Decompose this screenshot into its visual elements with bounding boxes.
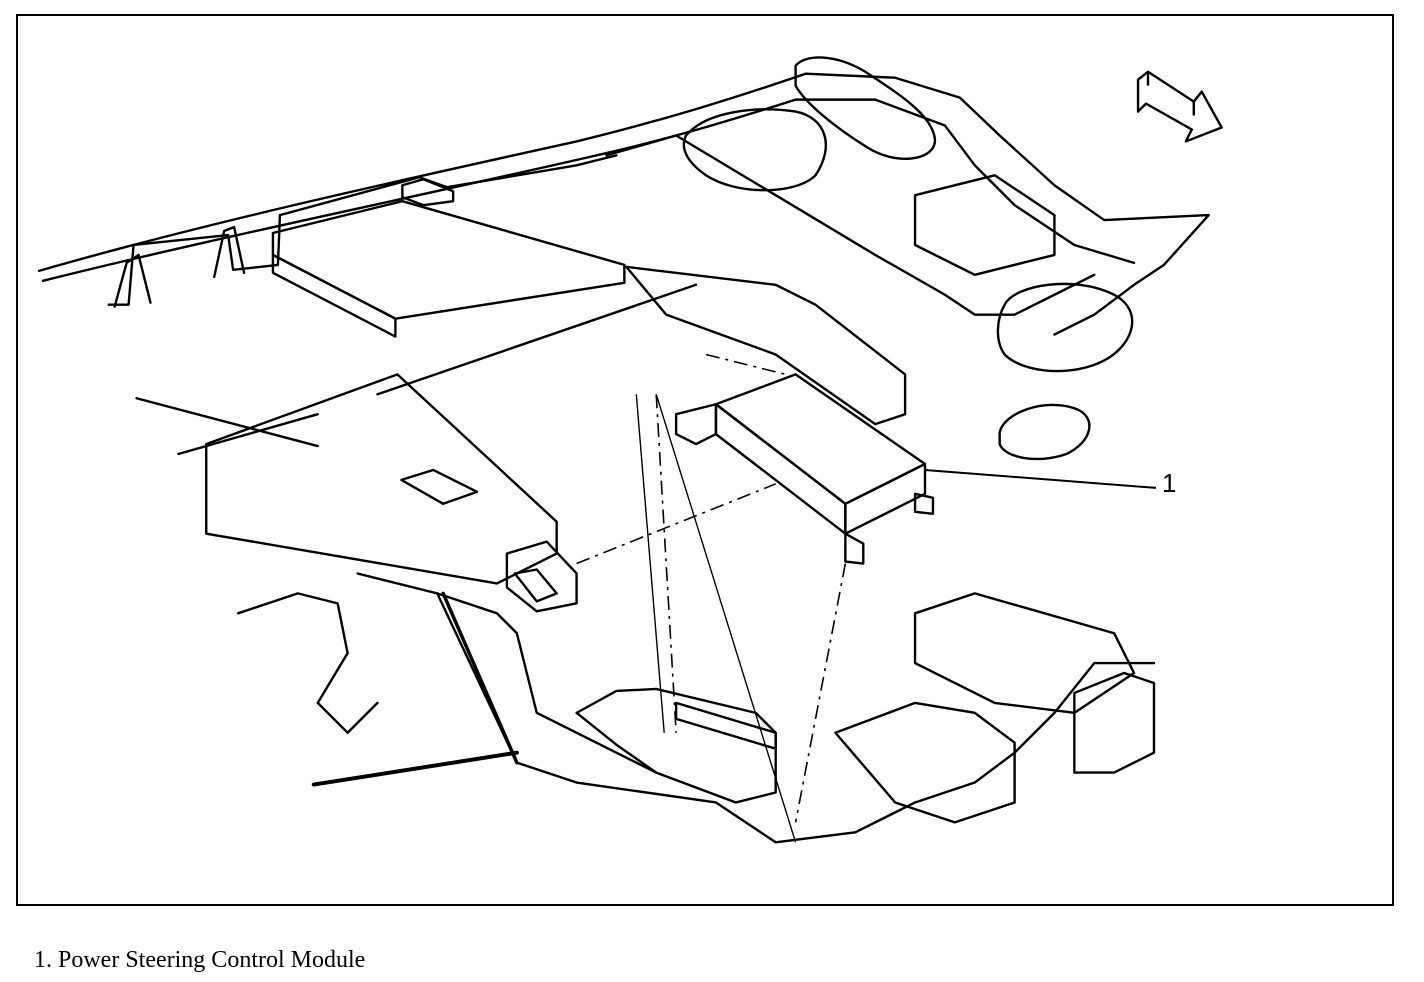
forward-arrow-icon <box>1136 70 1223 143</box>
callout-label-1: 1 <box>1162 468 1177 498</box>
left-bracket <box>113 253 152 308</box>
speaker-oval <box>794 56 937 160</box>
floor-line <box>311 750 519 787</box>
callout-leader <box>924 468 1157 489</box>
cup-holder-oval <box>682 108 827 192</box>
cowl-inner-line <box>41 98 1136 283</box>
mounting-bracket <box>575 687 777 804</box>
lower-right-ducts <box>834 701 1016 824</box>
control-module-side <box>844 462 927 535</box>
upper-right-housing <box>605 134 1096 316</box>
control-module-front <box>714 403 847 535</box>
harness-connector <box>505 540 578 613</box>
install-line-4 <box>705 353 786 376</box>
legend: 1. Power Steering Control Module <box>34 946 365 975</box>
top-vent-tab <box>401 178 455 207</box>
cowl-edge <box>107 154 618 306</box>
reference-line-2 <box>177 413 319 456</box>
panel-slot <box>400 468 479 505</box>
legend-item-1: 1. Power Steering Control Module <box>34 947 366 973</box>
bolster-edge <box>376 283 698 396</box>
cowl-outline <box>37 72 1210 336</box>
install-line-1 <box>576 483 776 565</box>
right-end-cap <box>1073 671 1156 774</box>
module-connector-end <box>674 403 718 446</box>
module-mount-tab-2 <box>913 492 935 515</box>
install-line-2 <box>655 394 677 733</box>
right-ring-outer <box>996 282 1134 373</box>
install-line-3 <box>794 563 847 823</box>
diagram-frame <box>16 14 1394 906</box>
lower-body-inner <box>436 592 658 774</box>
bracket-face <box>674 701 777 750</box>
left-lower-frame <box>236 592 379 734</box>
center-duct <box>625 265 907 426</box>
guide-line-2 <box>655 394 797 843</box>
upper-duct-block-face <box>271 253 397 338</box>
lower-right-duct-2 <box>913 592 1136 715</box>
panel-underline <box>441 591 519 765</box>
instrument-panel-illustration <box>37 56 1223 844</box>
right-ring-inner <box>998 403 1091 461</box>
left-lower-panel <box>205 373 558 585</box>
module-mount-tab <box>844 532 865 565</box>
upper-right-duct <box>913 174 1056 277</box>
guide-line-1 <box>635 394 665 733</box>
left-bracket-2 <box>213 225 246 279</box>
reference-line-1 <box>135 397 319 448</box>
harness-connector-pins <box>513 568 558 603</box>
